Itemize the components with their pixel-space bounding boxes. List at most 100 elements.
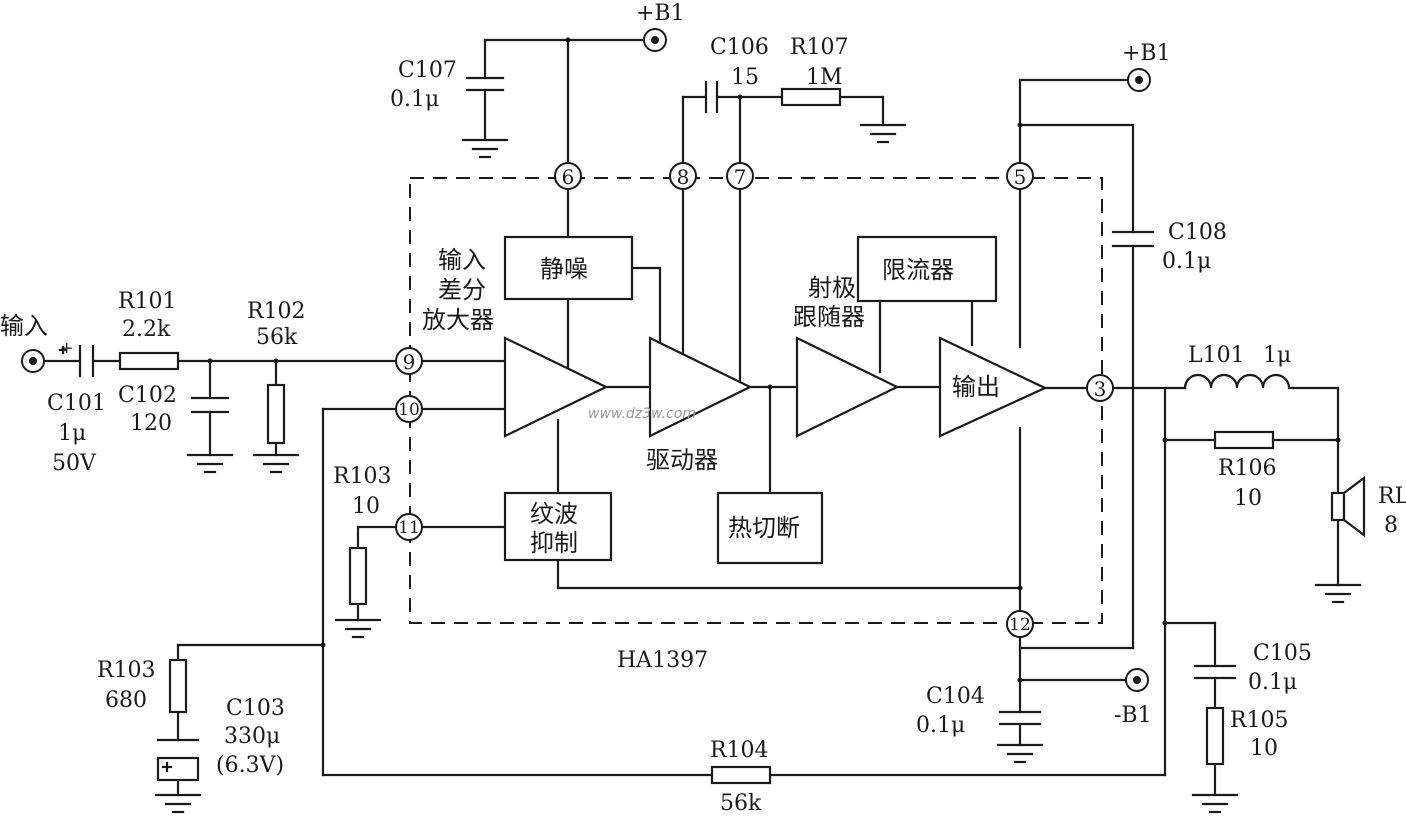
component-labels: R101 2.2k R102 56k C102 120 C101 1μ 50V …: [47, 35, 1406, 816]
ripple-label-1: 纹波: [530, 500, 578, 528]
c104-value: 0.1μ: [916, 713, 965, 738]
c108-value: 0.1μ: [1162, 249, 1211, 274]
pos-supply-label-2: +B1: [1122, 41, 1171, 66]
input-label: 输入: [0, 312, 48, 340]
input-terminal-icon: [21, 349, 45, 373]
thermal-block: [716, 491, 824, 565]
c106-name: C106: [710, 35, 769, 60]
ground-icon: [1191, 793, 1239, 814]
c103-extra: (6.3V): [216, 753, 284, 778]
limiter-block: [856, 235, 998, 303]
c102-name: C102: [118, 383, 177, 408]
pin-5: 5: [1014, 165, 1027, 189]
l101-name: L101: [1188, 343, 1245, 368]
mute-label: 静噪: [540, 255, 588, 283]
ground-symbols: [154, 123, 1362, 814]
driver-label: 驱动器: [646, 446, 718, 474]
supply-terminal-icon: [643, 28, 667, 52]
l101-value: 1μ: [1263, 343, 1291, 368]
diff-amp-label-3: 放大器: [422, 306, 494, 334]
c103-name: C103: [226, 696, 285, 721]
r103a-name: R103: [333, 464, 392, 489]
ground-icon: [996, 743, 1044, 764]
c102-symbol: [190, 396, 230, 414]
c101-value: 1μ: [58, 421, 86, 446]
r105-value: 10: [1250, 736, 1278, 761]
r101-value: 2.2k: [122, 317, 171, 342]
ground-icon: [859, 123, 907, 144]
ripple-label-2: 抑制: [530, 529, 578, 557]
r103b-symbol: [168, 658, 188, 714]
terminals: [21, 28, 1151, 692]
thermal-label: 热切断: [728, 514, 800, 542]
c107-value: 0.1μ: [390, 87, 439, 112]
watermark: www.dz3w.com: [588, 406, 696, 422]
pin-3: 3: [1094, 377, 1107, 401]
r102-symbol: [266, 383, 286, 445]
pin-12: 12: [1009, 615, 1031, 635]
r103b-value: 680: [105, 688, 147, 713]
c106-value: 15: [731, 65, 759, 90]
neg-supply-label: -B1: [1114, 703, 1152, 728]
r104-value: 56k: [720, 791, 762, 816]
resistors: [118, 87, 1275, 785]
c107-name: C107: [398, 58, 457, 83]
r102-value: 56k: [256, 325, 298, 350]
r106-value: 10: [1234, 486, 1262, 511]
r103b-name: R103: [97, 658, 156, 683]
c104-name: C104: [926, 684, 985, 709]
pin-6: 6: [562, 165, 575, 189]
limiter-label: 限流器: [882, 256, 954, 284]
r105-name: R105: [1230, 708, 1289, 733]
r105-symbol: [1205, 706, 1225, 766]
c108-symbol: [1111, 230, 1155, 248]
c108-name: C108: [1168, 220, 1227, 245]
ground-icon: [334, 618, 382, 639]
r101-symbol: [118, 351, 180, 371]
r107-value: 1M: [806, 65, 843, 90]
driver-triangle: [648, 336, 753, 438]
r107-name: R107: [790, 35, 849, 60]
rl-name: RL: [1378, 484, 1406, 509]
r104-symbol: [710, 765, 772, 785]
c103-symbol: [156, 738, 200, 782]
junctions: [207, 37, 1341, 683]
l101-symbol: [1183, 373, 1295, 390]
r102-name: R102: [247, 299, 306, 324]
r103a-value: 10: [352, 494, 380, 519]
ripple-block: [503, 491, 613, 562]
terminal-text: +B1 +B1 -B1 + HA1397 www.dz3w.com: [60, 1, 1171, 728]
pin-10: 10: [398, 400, 420, 420]
c102-value: 120: [130, 411, 172, 436]
diff-amp-label-2: 差分: [438, 276, 486, 304]
c101-extra: 50V: [52, 451, 97, 476]
diff-amp-label-1: 输入: [438, 246, 486, 274]
c103-value: 330μ: [224, 724, 280, 749]
emitter-follower-label-1: 射极: [808, 274, 856, 302]
c104-symbol: [998, 710, 1042, 726]
c105-name: C105: [1253, 641, 1312, 666]
r107-symbol: [780, 87, 842, 107]
wires: [42, 38, 1340, 797]
neg-supply-terminal-icon: [1125, 668, 1149, 692]
output-label: 输出: [952, 373, 1000, 401]
c101-name: C101: [47, 391, 106, 416]
capacitors: [58, 76, 1237, 782]
mute-block: [503, 235, 634, 301]
rl-value: 8: [1384, 513, 1398, 538]
pin-circles: [395, 162, 1114, 638]
c101-polarity: +: [60, 338, 73, 357]
ground-icon: [154, 793, 202, 814]
ground-icon: [252, 453, 300, 474]
pin-numbers: 6 8 7 5 9 10 11 3 12: [398, 165, 1106, 635]
speaker-icon: [1330, 475, 1366, 538]
c105-value: 0.1μ: [1248, 670, 1297, 695]
r106-symbol: [1213, 430, 1275, 450]
output-triangle: [938, 336, 1048, 438]
ground-icon: [461, 138, 509, 159]
r101-name: R101: [118, 289, 177, 314]
ic-name: HA1397: [617, 648, 708, 673]
c106-symbol: [704, 80, 719, 114]
pin-7: 7: [734, 165, 747, 189]
r104-name: R104: [710, 738, 769, 763]
